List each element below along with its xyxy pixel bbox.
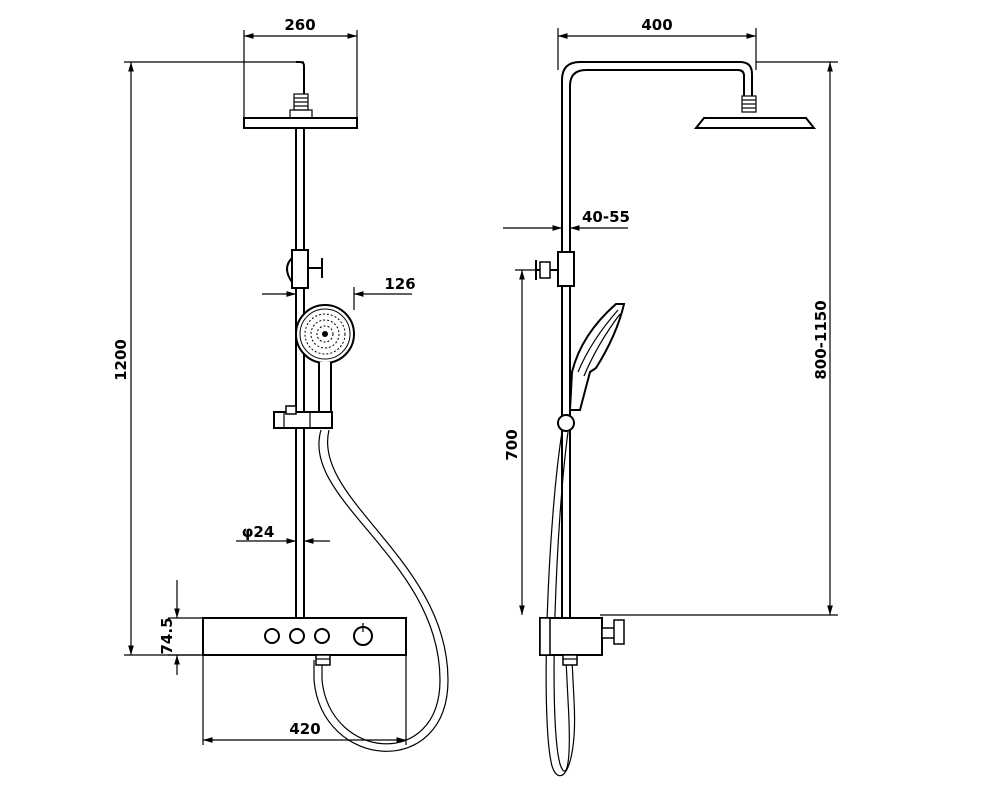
side-riser-arm xyxy=(561,61,817,618)
dim-total-height-label: 1200 xyxy=(112,339,130,381)
dimension-wall-offset: 40-55 xyxy=(503,200,630,236)
side-hand-shower xyxy=(557,303,626,432)
front-view: 260 1200 xyxy=(112,16,449,752)
slide-holder xyxy=(273,405,333,429)
control-knob-1-icon xyxy=(264,628,280,644)
dim-adjust-range-label: 800-1150 xyxy=(812,300,830,379)
side-panel xyxy=(539,617,625,666)
dimension-head-width: 260 xyxy=(243,16,358,128)
dimension-arm-reach: 400 xyxy=(557,16,757,70)
dim-slide-height-label: 700 xyxy=(503,429,521,460)
dim-arm-reach-label: 400 xyxy=(641,16,672,34)
riser-pipe xyxy=(295,128,305,618)
dimension-total-height: 1200 xyxy=(112,61,304,656)
dimension-panel-height: 74.5 xyxy=(158,580,203,675)
dimension-panel-width: 420 xyxy=(202,655,407,745)
dim-handshower-label: 126 xyxy=(384,275,415,293)
side-slide-holder xyxy=(557,414,575,432)
dim-wall-offset-label: 40-55 xyxy=(582,208,630,226)
dimension-handshower: 126 xyxy=(262,275,416,310)
dim-panel-width-label: 420 xyxy=(289,720,320,738)
dimension-pipe-diameter: φ24 xyxy=(236,523,330,544)
thermostatic-panel xyxy=(202,617,407,666)
control-knob-2-icon xyxy=(289,628,305,644)
upper-bracket xyxy=(286,249,323,289)
hand-shower xyxy=(295,304,355,416)
dim-pipe-diameter-label: φ24 xyxy=(242,523,275,541)
side-view: 400 800-1150 40-55 xyxy=(503,16,838,777)
dim-panel-height-label: 74.5 xyxy=(158,617,176,654)
dimension-adjust-range: 800-1150 xyxy=(600,61,838,616)
side-hose xyxy=(545,431,576,777)
dim-head-width-label: 260 xyxy=(284,16,315,34)
side-overhead-head xyxy=(693,117,817,129)
shower-hose xyxy=(313,429,449,752)
dimension-slide-height: 700 xyxy=(503,269,536,615)
control-knob-3-icon xyxy=(314,628,330,644)
overhead-shower-head xyxy=(243,61,358,129)
side-wall-bracket xyxy=(535,251,575,287)
